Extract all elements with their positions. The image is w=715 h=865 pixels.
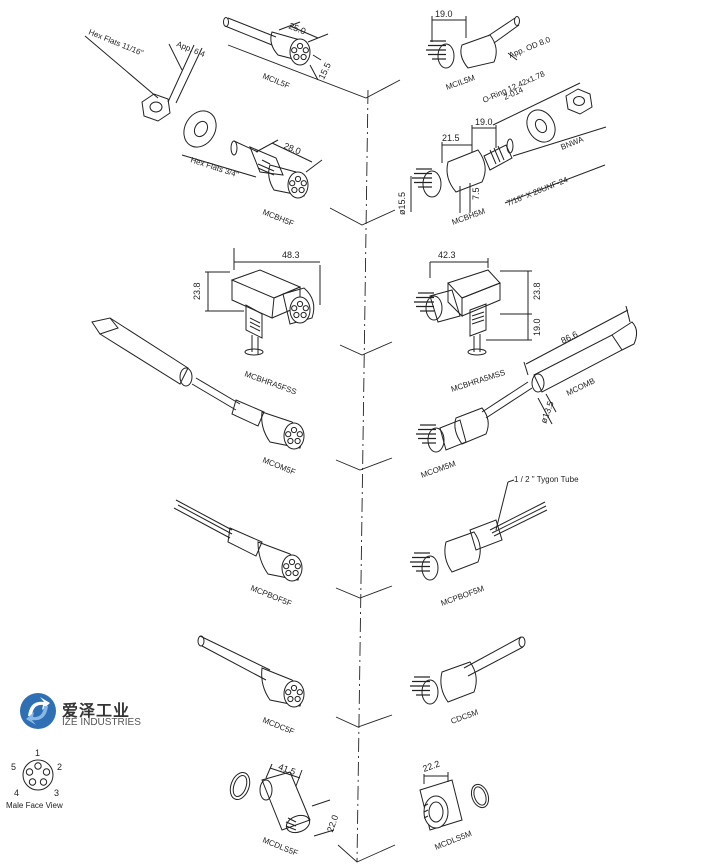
mcbh5m-label: MCBH5M: [451, 206, 487, 226]
connector-mcil5m: [425, 16, 520, 69]
washer-left: [183, 110, 217, 148]
connector-mcbh5f: [181, 139, 323, 199]
mcil5f-label: MCIL5F: [261, 72, 291, 91]
mcbhra5fss-dim-height: 23.8: [192, 282, 202, 300]
mcpbof5f-label: MCPBOF5F: [249, 584, 293, 609]
mcbhra5mss-dim-depth: 19.0: [532, 318, 542, 336]
male-face-view-diagram: [22, 759, 54, 791]
mcbh5m-dim-c: 7.5: [471, 187, 481, 200]
cdc5m-label: CDC5M: [450, 708, 480, 726]
connector-mcom5m: [415, 381, 533, 453]
connector-mcpbof5m: [409, 479, 548, 581]
connector-mcbh5m: [410, 125, 514, 213]
center-divider: [356, 89, 369, 863]
connector-mcom5f: [91, 317, 305, 450]
mcomb-label: MCOMB: [565, 376, 597, 398]
connector-mcomb: [523, 305, 638, 425]
mcom5f-label: MCOM5F: [261, 456, 297, 477]
pin-label-1: 1: [35, 748, 40, 758]
mcbh5f-hex-note: Hex Flats 3/4": [189, 155, 239, 179]
mcdls5f-label: MCDLS5F: [261, 836, 299, 858]
connector-mcdls5f: [229, 763, 335, 837]
mcbhra5mss-dim-height: 23.8: [532, 282, 542, 300]
mcdc5f-label: MCDC5F: [261, 716, 295, 737]
app-6-4-note: App. 6.4: [175, 40, 207, 60]
mcbhra5fss-dim-width: 48.3: [282, 250, 300, 260]
connector-mcbhra5fss: [205, 248, 321, 356]
pin-label-4: 4: [14, 788, 19, 798]
tygon-tube-note: 1 / 2 " Tygon Tube: [514, 475, 579, 484]
hex-nut-left: [84, 35, 203, 122]
connector-mcdls5m: [419, 772, 490, 831]
mcdls5m-dim-length: 22.2: [421, 758, 441, 773]
connector-mcpbof5f: [173, 499, 303, 582]
mcom5m-label: MCOM5M: [420, 459, 458, 480]
pin-label-2: 2: [57, 762, 62, 772]
mcpbof5m-label: MCPBOF5M: [440, 584, 486, 608]
mcdls5f-dim-dia: 22.0: [325, 814, 340, 834]
mcil5m-dim-length: 19.0: [435, 9, 453, 19]
mcbh5m-dim-a: 21.5: [442, 133, 460, 143]
mcbh5m-dim-dia: ø15.5: [397, 192, 407, 215]
mcil5f-dim-length: 25.0: [287, 21, 307, 37]
connector-mcbhra5mss: [413, 258, 532, 356]
pin-label-3: 3: [54, 788, 59, 798]
mcil5m-label: MCIL5M: [445, 73, 477, 92]
mcbh5f-dim-length: 28.0: [282, 141, 302, 157]
mcbhra5mss-label: MCBHRA5MSS: [450, 368, 506, 394]
hex-flats-11-16-note: Hex Flats 11/16": [87, 28, 145, 58]
ize-logo-icon: [20, 693, 56, 729]
brand-name-zh: 爱泽工业: [62, 701, 131, 720]
pin-label-5: 5: [11, 762, 16, 772]
mcbh5f-label: MCBH5F: [261, 208, 295, 229]
brand-name-en: IZE INDUSTRIES: [62, 717, 141, 728]
connector-mcil5f: [223, 17, 329, 81]
thread-note: 7/16" X 20UNF-24: [505, 175, 569, 208]
hardware-right: [492, 82, 607, 204]
section-break-marks: [227, 44, 401, 863]
mcil5f-dim-dia: 15.5: [316, 61, 332, 81]
mcbhra5mss-dim-width: 42.3: [438, 250, 456, 260]
mcomb-dim-length: 86.6: [559, 329, 579, 346]
connector-mcdc5f: [197, 635, 305, 708]
mcbh5m-dim-b: 19.0: [475, 117, 493, 127]
connector-cdc5m: [409, 636, 526, 705]
oring-note: O-Ring 12.42x1.78: [481, 69, 547, 105]
male-face-view-caption: Male Face View: [6, 801, 63, 810]
mcbhra5fss-label: MCBHRA5FSS: [243, 369, 297, 396]
mcdls5m-label: MCDLS5M: [433, 829, 473, 852]
mcil5m-od-note: App. OD 8.0: [507, 35, 552, 60]
